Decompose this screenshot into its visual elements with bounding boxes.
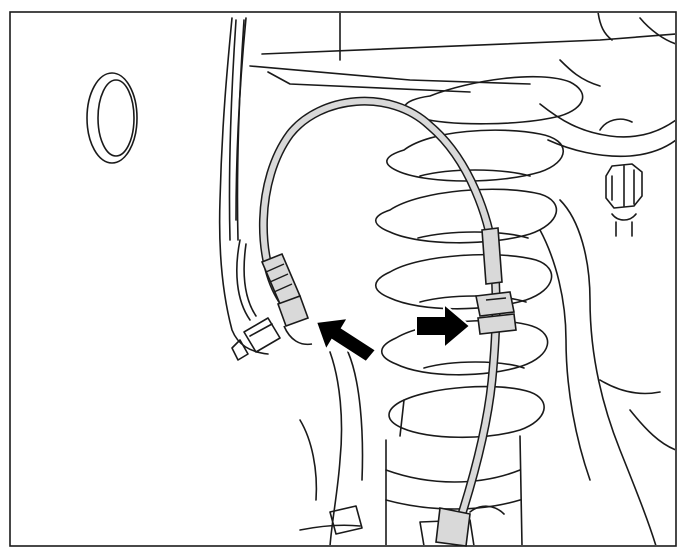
harness-retainer-arrow — [314, 316, 378, 364]
figure-border — [9, 11, 677, 547]
clip-arrow — [415, 301, 472, 351]
wiring-harness-left — [228, 19, 281, 361]
upper-control-arm — [539, 59, 675, 158]
castle-nut — [605, 163, 643, 237]
speed-sensor-harness — [259, 96, 517, 547]
harness-grommet-left — [260, 252, 313, 346]
shock-absorber — [385, 399, 523, 545]
fender-oval-hole — [86, 72, 138, 164]
harness-clip-right — [475, 227, 517, 335]
steering-knuckle — [539, 199, 675, 545]
harness-grommet-bottom — [435, 507, 471, 547]
